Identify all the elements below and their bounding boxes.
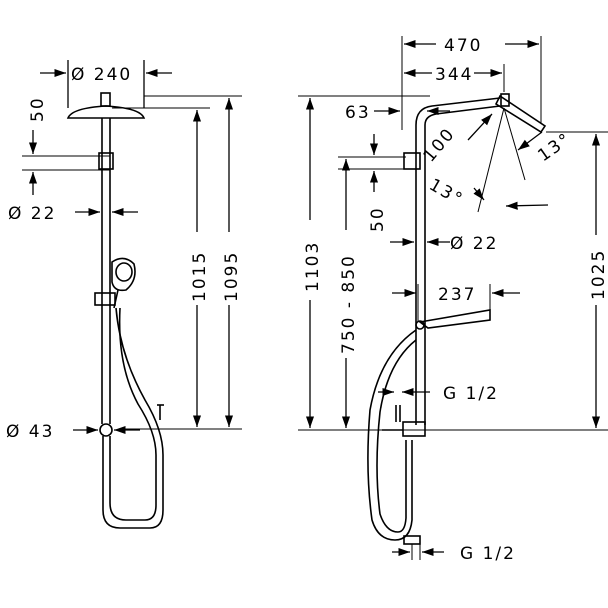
right-h-750-850-label: 750 - 850 bbox=[339, 254, 359, 354]
right-angle-b-label: 13° bbox=[534, 129, 575, 166]
right-hand-shower bbox=[418, 309, 491, 329]
right-d-pipe-label: Ø 22 bbox=[450, 234, 498, 254]
right-dim-50-label: 50 bbox=[368, 206, 388, 232]
left-hose bbox=[102, 307, 164, 529]
left-wall-connector bbox=[99, 423, 113, 437]
left-dim-50-label: 50 bbox=[28, 96, 48, 122]
left-pipe-clamp bbox=[98, 152, 114, 170]
left-d-pipe-label: Ø 22 bbox=[8, 204, 56, 224]
right-angle-a-label: 13° bbox=[426, 175, 467, 210]
left-d-head-label: Ø 240 bbox=[71, 65, 132, 85]
left-hand-holder bbox=[94, 292, 116, 306]
right-h-1103-label: 1103 bbox=[303, 241, 323, 292]
right-w-344-label: 344 bbox=[435, 65, 473, 85]
right-w-237-label: 237 bbox=[438, 285, 476, 305]
left-h-1095-label: 1095 bbox=[222, 251, 242, 302]
right-h-1025-label: 1025 bbox=[589, 249, 608, 300]
right-head-shower bbox=[494, 94, 547, 134]
left-hand-shower bbox=[111, 257, 136, 292]
left-head-connector bbox=[100, 92, 111, 107]
right-thread-top-label: G 1/2 bbox=[443, 384, 499, 404]
right-diverter bbox=[402, 421, 426, 437]
left-shower-system: Ø 240 50 Ø 22 1015 1095 Ø 43 bbox=[6, 60, 242, 529]
left-h-1015-label: 1015 bbox=[190, 251, 210, 302]
right-pipe-clamp bbox=[403, 152, 421, 170]
right-shower-system: 470 344 63 100 13° 13° 50 Ø 22 1103 bbox=[298, 36, 608, 564]
right-thread-bottom-label: G 1/2 bbox=[460, 544, 516, 564]
left-d-connector-label: Ø 43 bbox=[6, 422, 54, 442]
right-hose bbox=[367, 329, 417, 541]
right-dim-63-label: 63 bbox=[345, 103, 371, 123]
right-w-470-label: 470 bbox=[444, 36, 482, 56]
